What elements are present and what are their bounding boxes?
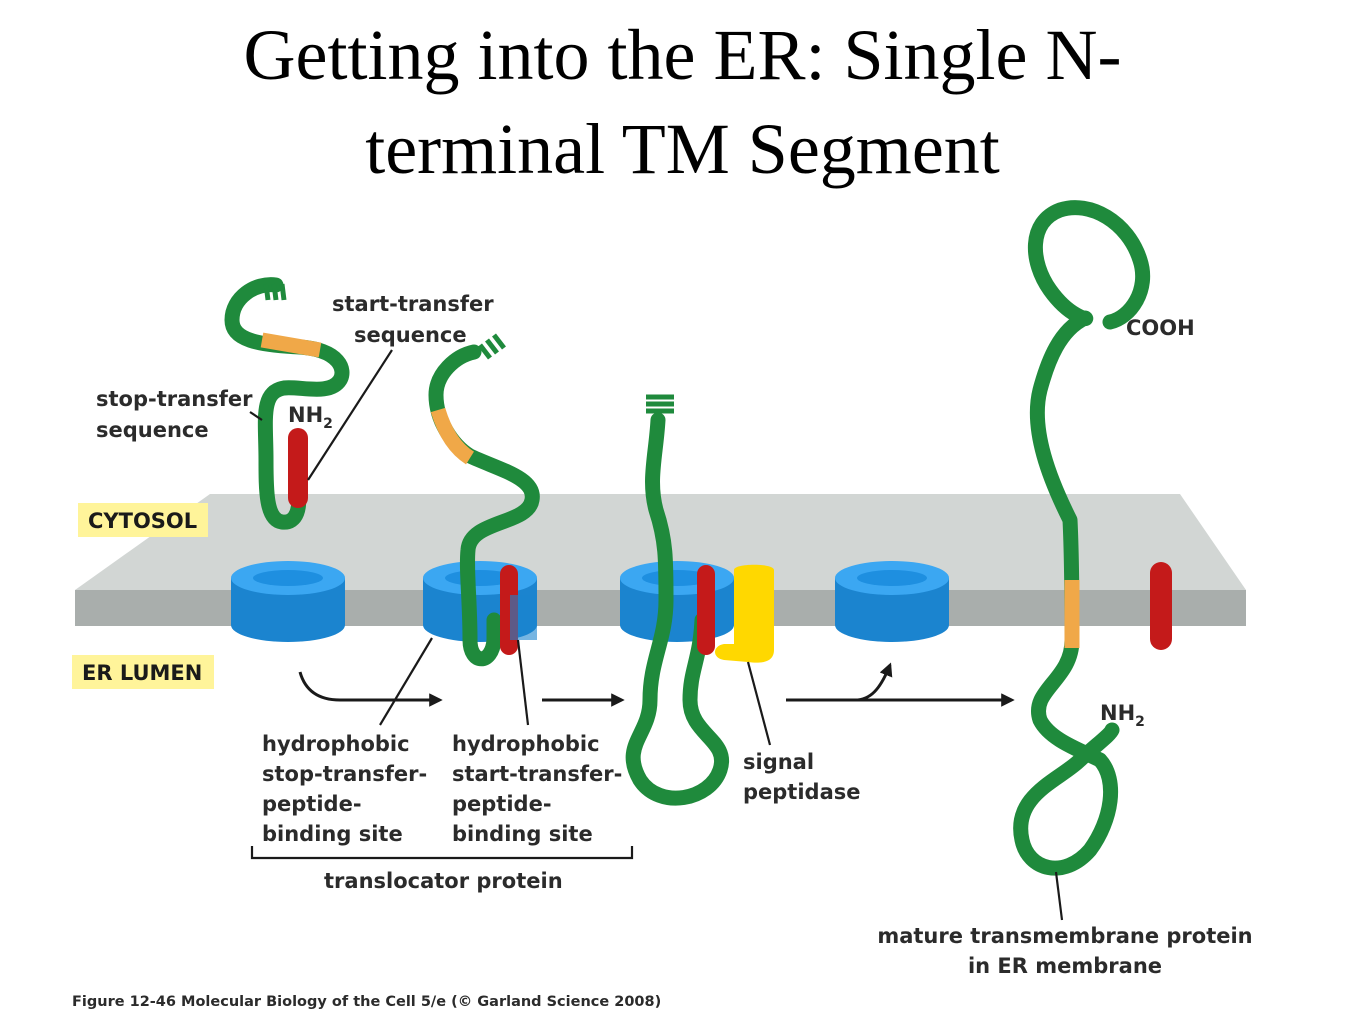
stop-binding-site-line-2: stop-transfer- [262,762,427,786]
er-lumen-label: ER LUMEN [82,661,202,685]
translocator-bracket [250,846,634,860]
translocator-1 [231,561,345,642]
stop-transfer-label-2: sequence [96,418,209,442]
stop-transfer-label-1: stop-transfer [96,387,253,411]
mature-protein-label-2: in ER membrane [968,954,1162,978]
translocator-protein-label: translocator protein [324,869,563,893]
signal-peptidase-shape [715,564,774,663]
mature-protein-chain [1013,200,1151,876]
pointer-stop-transfer [249,411,263,421]
signal-peptidase-label-2: peptidase [743,780,861,804]
stage-2-chain [428,333,540,667]
pointer-mature-protein [1054,871,1064,921]
pointer-start-transfer [307,349,393,481]
start-transfer-label-2: sequence [354,323,467,347]
signal-peptidase-label-1: signal [743,750,814,774]
start-binding-site-line-2: start-transfer- [452,762,622,786]
er-lumen-tag-bg [72,655,214,689]
cleaved-signal-segment [1150,562,1172,650]
start-binding-site-line-4: binding site [452,822,593,846]
nh2-label-top: NH2 [288,403,333,432]
slide-title: Getting into the ER: Single N- terminal … [0,8,1365,196]
stage-3-start-transfer-segment [697,565,715,655]
nh2-label-bottom: NH2 [1100,701,1145,730]
start-transfer-sequence-segment [288,428,308,508]
cytosol-tag-bg [78,503,208,537]
start-transfer-label-1: start-transfer [332,292,494,316]
stop-binding-site-line-1: hydrophobic [262,732,410,756]
stop-binding-site-line-3: peptide- [262,792,362,816]
process-arrow-1 [298,671,443,707]
pointer-stop-binding-site [379,637,433,726]
cytosol-label: CYTOSOL [88,509,197,533]
title-line-2: terminal TM Segment [365,109,1000,189]
cooh-label: COOH [1126,316,1195,340]
translocator-3 [620,561,734,642]
title-line-1: Getting into the ER: Single N- [243,15,1122,95]
pointer-signal-peptidase [746,661,772,746]
figure-caption: Figure 12-46 Molecular Biology of the Ce… [72,994,661,1010]
translocator-2-front [510,595,537,640]
translocator-4 [835,561,949,642]
release-arrow [854,662,893,702]
stop-binding-site-line-4: binding site [262,822,403,846]
mature-protein-label-1: mature transmembrane protein [877,924,1252,948]
pointer-start-binding-site [516,639,530,726]
stage-1-nascent-chain [224,277,350,530]
start-binding-site-line-3: peptide- [452,792,552,816]
stage-3-chain [625,394,730,806]
start-binding-site-line-1: hydrophobic [452,732,600,756]
